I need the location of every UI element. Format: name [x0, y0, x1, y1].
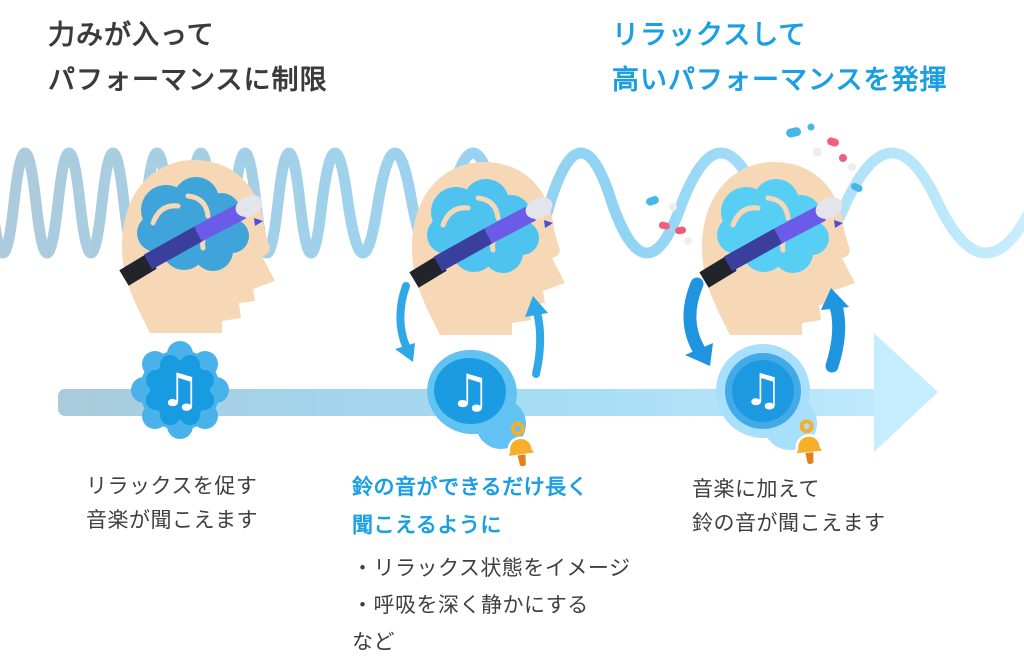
bullet-item: ・呼吸を深く静かにする	[352, 594, 589, 617]
arrow-up-icon	[532, 308, 545, 378]
confetti	[646, 123, 863, 245]
caption-line: 高いパフォーマンスを発揮	[612, 65, 948, 95]
caption-tense-state: 力みが入って パフォーマンスに制限	[48, 13, 327, 103]
caption-line: 鈴の音が聞こえます	[692, 512, 886, 535]
stage2-caption: 鈴の音ができるだけ長く 聞こえるように ・リラックス状態をイメージ ・呼吸を深く…	[352, 469, 630, 661]
music-note-icon: ♫	[743, 365, 782, 416]
feedback-arrows-stage3	[683, 277, 849, 373]
stage2-heading-line: 鈴の音ができるだけ長く	[352, 476, 589, 499]
music-note-badge: ♫	[427, 349, 540, 471]
caption-relaxed-state: リラックスして 高いパフォーマンスを発揮	[612, 13, 947, 103]
stage1-caption: リラックスを促す 音楽が聞こえます	[86, 470, 258, 538]
stage2-heading-line: 聞こえるように	[352, 514, 502, 537]
caption-line: 音楽に加えて	[692, 478, 820, 501]
music-note-icon: ♫	[449, 364, 490, 418]
stage3-caption: 音楽に加えて 鈴の音が聞こえます	[692, 473, 886, 541]
music-note-badge: ♫	[131, 341, 229, 439]
caption-line: 音楽が聞こえます	[86, 509, 258, 532]
music-note-icon: ♫	[159, 363, 200, 417]
caption-line: 力みが入って	[48, 20, 215, 50]
caption-line: パフォーマンスに制限	[48, 65, 328, 95]
arrow-down-icon	[396, 282, 410, 350]
bullet-item: など	[352, 631, 395, 654]
feedback-arrows-stage2	[395, 282, 548, 378]
stage2-bullets: ・リラックス状態をイメージ ・呼吸を深く静かにする など	[352, 550, 630, 661]
caption-line: リラックスを促す	[86, 475, 258, 498]
bullet-item: ・リラックス状態をイメージ	[352, 557, 631, 580]
caption-line: リラックスして	[612, 20, 807, 50]
brainwave-line	[0, 147, 1024, 259]
music-note-badge: ♫	[716, 344, 828, 468]
arrow-up-icon	[825, 299, 846, 373]
arrow-down-icon	[683, 277, 705, 355]
